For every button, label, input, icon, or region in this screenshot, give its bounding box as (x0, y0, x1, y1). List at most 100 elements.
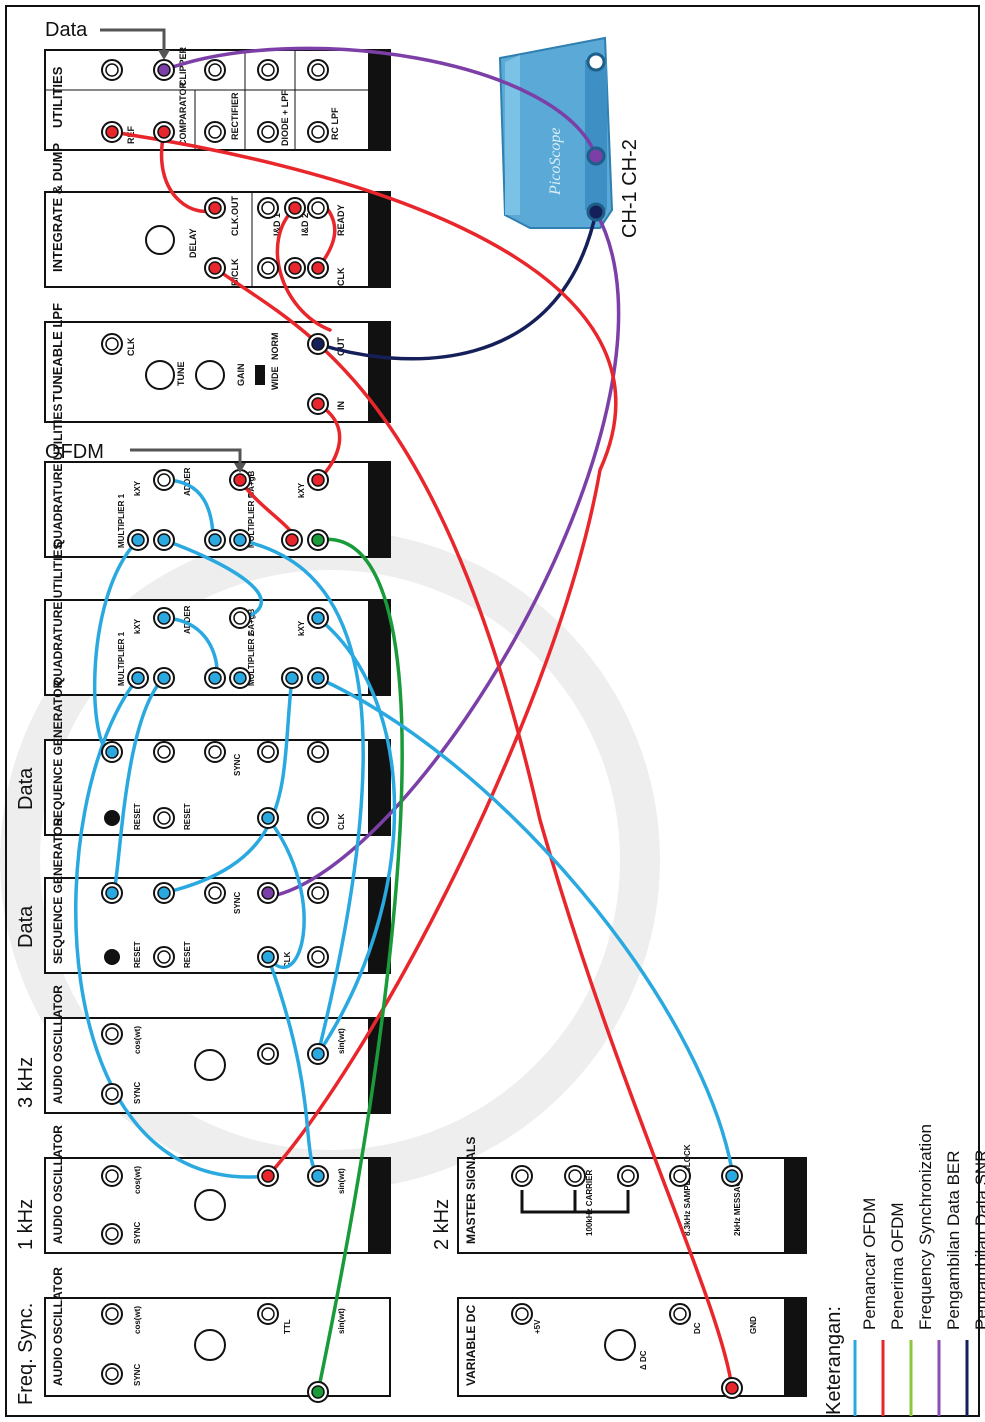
socket (307, 607, 329, 629)
socket (229, 607, 251, 629)
wire-red-4 (275, 206, 332, 332)
seq2-clk: CLK (283, 951, 292, 968)
socket (153, 882, 175, 904)
socket (101, 1363, 123, 1385)
picoscope-brand: PicoScope (547, 127, 564, 196)
seq1-title: SEQUENCE GENERATOR (51, 679, 65, 826)
socket (204, 882, 226, 904)
seq2-reset-a: RESET (133, 941, 142, 968)
quad2-adder: ADDER (183, 605, 192, 634)
vdc-delta: Δ DC (639, 1350, 648, 1370)
picoscope-device: PicoScope (498, 36, 614, 229)
socket (204, 257, 226, 279)
osc3-title: AUDIO OSCILLATOR (51, 985, 65, 1104)
side-1khz: 1 kHz (15, 1199, 37, 1250)
arrows (100, 28, 242, 465)
socket (257, 257, 279, 279)
wire-red-3 (213, 266, 734, 1390)
socket (101, 741, 123, 763)
seq1-clk: CLK (337, 813, 346, 830)
socket (153, 59, 175, 81)
side-freq-sync: Freq. Sync. (15, 1303, 37, 1405)
label-clipper: CLIPPER (178, 46, 188, 86)
vdc-gnd: GND (749, 1316, 758, 1334)
side-data-2: Data (15, 905, 37, 948)
socket (153, 529, 175, 551)
socket (127, 667, 149, 689)
quad1-adder: ADDER (183, 467, 192, 496)
master-sample: 8.3kHz SAMPLE CLOCK (683, 1144, 692, 1236)
socket (101, 121, 123, 143)
wire-blue-9 (316, 616, 397, 1056)
arrow-ofdm (130, 448, 242, 465)
socket (564, 1165, 586, 1187)
socket (257, 121, 279, 143)
oscfs-sync: SYNC (133, 1364, 142, 1386)
label-rectifier: RECTIFIER (230, 92, 240, 140)
quad2-title: QUADRATURE UTILITIES (51, 542, 65, 686)
socket (257, 1303, 279, 1325)
oscfs-cos: cos(wt) (133, 1306, 142, 1334)
label-gain: GAIN (236, 364, 246, 387)
socket (281, 667, 303, 689)
label-in: IN (336, 401, 346, 410)
wire-blue-10 (316, 676, 734, 1172)
wire-blue-12 (266, 955, 320, 1178)
vdc-dc: DC (693, 1322, 702, 1334)
socket (307, 807, 329, 829)
probe-connector (586, 202, 606, 222)
quad1-gagb: GA+gB (247, 470, 256, 498)
label-bclk: B/CLK (230, 258, 240, 286)
integrate-dump-title-text: INTEGRATE & DUMP (50, 143, 65, 272)
seq2-title: SEQUENCE GENERATOR (51, 817, 65, 964)
socket (229, 469, 251, 491)
socket (101, 59, 123, 81)
knob-delta-dc (604, 1329, 636, 1361)
module-master-signals: MASTER SIGNALS 100kHz CARRIER 8.3kHz SAM… (457, 1137, 807, 1254)
wire-blue-4 (238, 538, 365, 1056)
socket (257, 946, 279, 968)
legend-label: Frequency Synchronization (916, 1124, 935, 1330)
socket (204, 529, 226, 551)
master-title: MASTER SIGNALS (464, 1137, 478, 1244)
socket (721, 1377, 743, 1399)
vdc-5v: +5V (533, 1319, 542, 1334)
osc1k-sync: SYNC (133, 1222, 142, 1244)
socket (721, 1165, 743, 1187)
socket (307, 257, 329, 279)
quad2-mult2: MULTIPLIER 2 (247, 631, 256, 686)
tuneable-lpf-title: TUNEABLE LPF (50, 303, 65, 402)
label-ofdm: OFDM (45, 441, 104, 463)
seq1-reset-b: RESET (183, 803, 192, 830)
socket (307, 59, 329, 81)
oscfs-title: AUDIO OSCILLATOR (51, 1267, 65, 1386)
knob-f-3khz (194, 1049, 226, 1081)
quad2-kxy1: kXY (133, 618, 142, 634)
integrate-dump-title: INTEGRATE & DUMP (50, 143, 65, 272)
wire-blue-3 (162, 538, 263, 622)
socket (307, 333, 329, 355)
socket (153, 121, 175, 143)
knobs (145, 225, 636, 1361)
vdc-title: VARIABLE DC (464, 1305, 478, 1386)
master-message: 2kHz MESSAGE (733, 1174, 742, 1236)
osc3-sin: sin(wt) (337, 1028, 346, 1054)
quad1-title: QUADRATURE UTILITIES (51, 404, 65, 548)
side-3khz: 3 kHz (15, 1057, 37, 1108)
socket (669, 1165, 691, 1187)
knob-delay (145, 225, 175, 255)
socket (511, 1165, 533, 1187)
reset-button-1 (104, 810, 120, 826)
socket (153, 741, 175, 763)
socket (101, 1023, 123, 1045)
socket (204, 197, 226, 219)
quad2-mult1: MULTIPLIER 1 (117, 631, 126, 686)
quad1-kxy1: kXY (133, 480, 142, 496)
socket (101, 1083, 123, 1105)
socket (204, 59, 226, 81)
socket (307, 1043, 329, 1065)
socket (127, 529, 149, 551)
